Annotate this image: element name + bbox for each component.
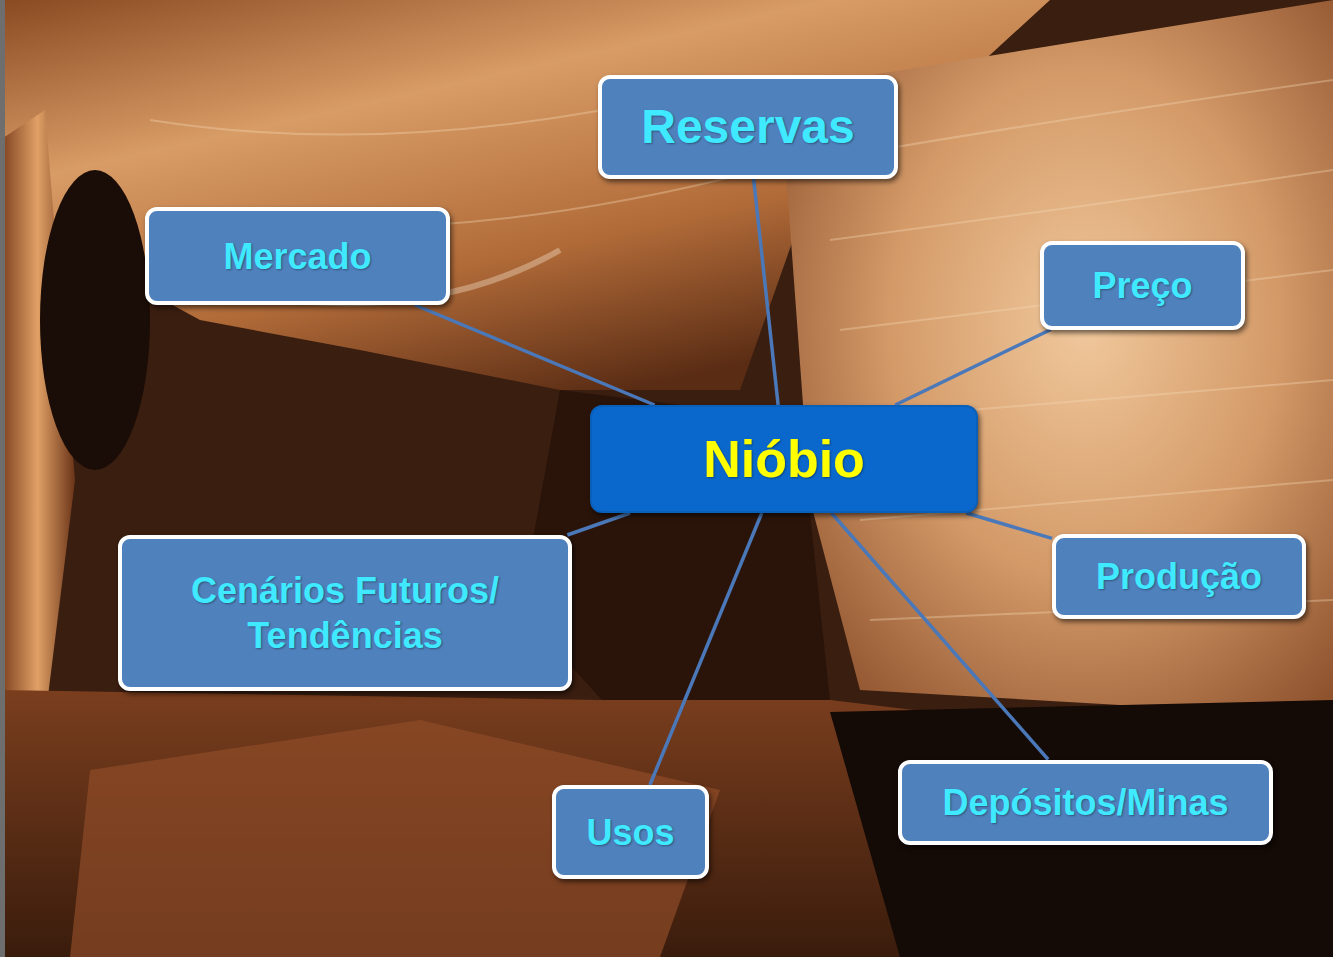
production-box: Produção [1052, 534, 1306, 619]
connector-line [831, 513, 1048, 760]
topic-label: Cenários Futuros/ Tendências [140, 568, 550, 658]
connector-line [754, 179, 779, 405]
central-topic-label: Nióbio [703, 427, 865, 492]
uses-box: Usos [552, 785, 709, 879]
deposits-box: Depósitos/Minas [898, 760, 1273, 845]
topic-label: Depósitos/Minas [942, 780, 1228, 825]
market-box: Mercado [145, 207, 450, 305]
connector-line [895, 330, 1051, 406]
trends-box: Cenários Futuros/ Tendências [118, 535, 572, 691]
central-topic-box: Nióbio [590, 405, 978, 513]
connector-line [567, 513, 630, 535]
topic-label: Usos [586, 810, 674, 855]
connector-line [650, 513, 762, 785]
topic-label: Produção [1096, 554, 1262, 599]
topic-label: Reservas [641, 97, 855, 157]
topic-label: Preço [1092, 263, 1192, 308]
topic-label: Mercado [223, 234, 371, 279]
connector-line [966, 513, 1052, 538]
connector-line [415, 305, 655, 405]
price-box: Preço [1040, 241, 1245, 330]
reserves-box: Reservas [598, 75, 898, 179]
